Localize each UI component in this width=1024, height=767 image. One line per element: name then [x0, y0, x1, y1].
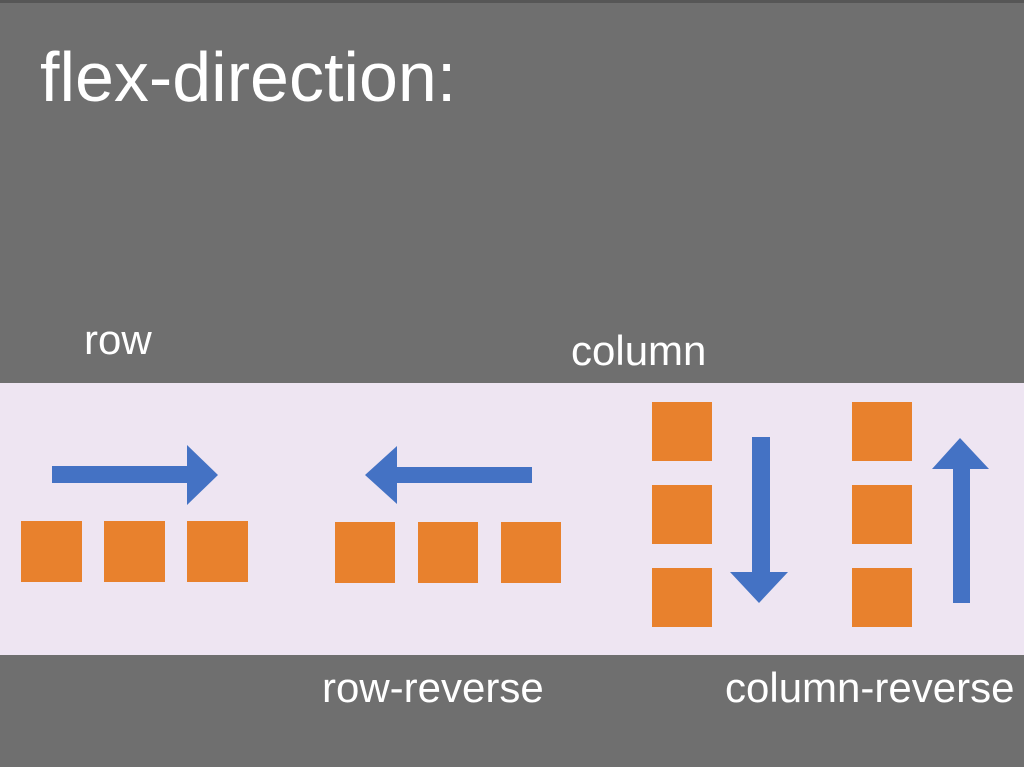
label-column-reverse: column-reverse [725, 664, 1015, 711]
flex-item-square [187, 521, 248, 582]
flex-item-square [652, 568, 712, 627]
slide-title: flex-direction: [40, 38, 457, 116]
flex-item-square [501, 522, 561, 583]
flex-item-square [852, 485, 912, 544]
left-arrow-icon [365, 446, 532, 504]
column-demo-squares [652, 402, 712, 627]
row-reverse-demo-squares [335, 522, 561, 583]
label-row-reverse: row-reverse [322, 664, 544, 711]
flex-item-square [104, 521, 165, 582]
flex-item-square [652, 485, 712, 544]
flex-item-square [21, 521, 82, 582]
label-row: row [84, 316, 152, 363]
flex-item-square [852, 568, 912, 627]
flex-item-square [652, 402, 712, 461]
flex-item-square [852, 402, 912, 461]
flex-item-square [335, 522, 395, 583]
right-arrow-icon [52, 445, 218, 505]
column-reverse-demo-squares [852, 402, 912, 627]
flex-item-square [418, 522, 478, 583]
label-column: column [571, 327, 707, 374]
up-arrow-icon [932, 438, 989, 603]
row-demo-squares [21, 521, 248, 582]
top-edge-shadow [0, 0, 1024, 3]
down-arrow-icon [730, 437, 788, 603]
